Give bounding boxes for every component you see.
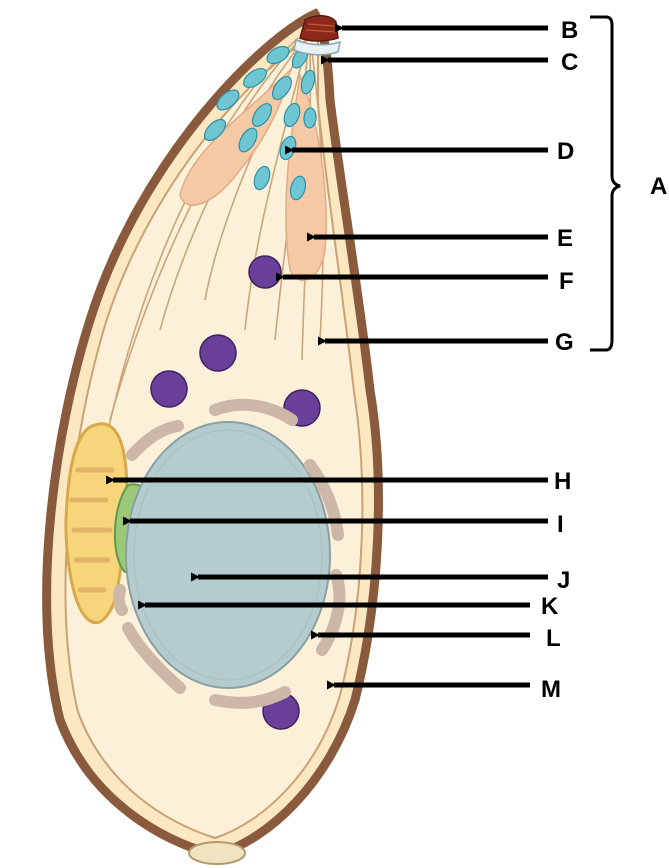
label-h: H [554, 468, 571, 495]
label-g: G [555, 329, 574, 356]
basal-complex [189, 842, 245, 864]
label-d: D [557, 138, 574, 165]
label-i: I [557, 511, 564, 538]
label-c: C [561, 49, 578, 76]
label-l: L [546, 625, 561, 652]
label-f: F [559, 268, 574, 295]
conoid [300, 16, 338, 41]
label-m: M [541, 676, 561, 703]
bracket-a [590, 17, 620, 350]
label-a: A [650, 173, 667, 200]
nucleus [126, 422, 330, 688]
labels: A B C D E F G H I J K L M [541, 17, 667, 703]
label-e: E [557, 225, 573, 252]
label-k: K [541, 593, 559, 620]
label-j: J [557, 567, 570, 594]
label-b: B [561, 17, 578, 44]
